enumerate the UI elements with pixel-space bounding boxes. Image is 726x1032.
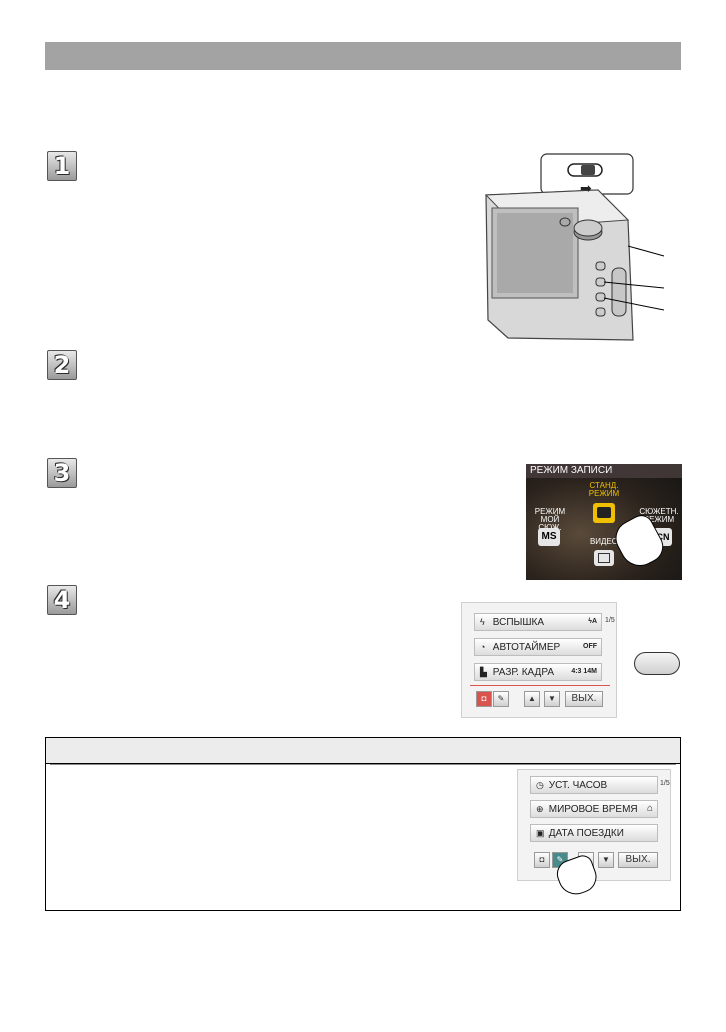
note-header	[46, 738, 680, 764]
home-icon: ⌂	[646, 803, 653, 814]
menu-item-label: АВТОТАЙМЕР	[492, 642, 561, 653]
exit-button[interactable]: ВЫХ.	[618, 852, 658, 868]
menu-item-label: УСТ. ЧАСОВ	[548, 780, 608, 791]
tab-setup-wrench[interactable]: ✎	[493, 691, 509, 707]
my-scene-label: РЕЖИМ МОЙ СЮЖ.	[534, 507, 566, 532]
camera-icon	[597, 507, 611, 518]
exit-button[interactable]: ВЫХ.	[565, 691, 603, 707]
video-label: ВИДЕО	[589, 537, 619, 546]
menu-item-flash[interactable]: ϟ ВСПЫШКА ϟA	[474, 613, 602, 631]
setup-menu-page: 1/5	[660, 780, 670, 787]
section-header-bar	[45, 42, 681, 70]
arrow-right-icon: ➡	[580, 180, 592, 196]
std-mode-button[interactable]	[593, 503, 615, 523]
menu-item-travel-date[interactable]: ▣ ДАТА ПОЕЗДКИ	[530, 824, 658, 842]
menu-item-picture-size[interactable]: ▙ РАЗР. КАДРА 4:3 14M	[474, 663, 602, 681]
triangle-down-icon: ▼	[548, 694, 556, 703]
toolbar-divider	[470, 685, 610, 686]
std-mode-label: СТАНД. РЕЖИМ	[588, 481, 620, 498]
scene-mode-label: СЮЖЕТН. РЕЖИМ	[639, 507, 679, 524]
menu-item-value: 4:3 14M	[571, 668, 597, 675]
camera-illustration: ➡	[478, 150, 668, 345]
step-number-3: 3	[47, 458, 77, 488]
rec-menu-panel: 1/5 ϟ ВСПЫШКА ϟA ◔ АВТОТАЙМЕР OFF ▙ РАЗР…	[461, 602, 617, 718]
menu-item-label: ДАТА ПОЕЗДКИ	[548, 828, 624, 839]
triangle-down-icon: ▼	[602, 855, 610, 864]
picture-size-icon: ▙	[480, 667, 487, 677]
rec-mode-screen: РЕЖИМ ЗАПИСИ СТАНД. РЕЖИМ РЕЖИМ МОЙ СЮЖ.…	[526, 464, 682, 580]
note-box: 1/5 ◷ УСТ. ЧАСОВ ⊕ МИРОВОЕ ВРЕМЯ ⌂ ▣ ДАТ…	[45, 737, 681, 911]
tab-rec-camera[interactable]: ◘	[534, 852, 550, 868]
suitcase-icon: ▣	[536, 828, 545, 838]
note-divider	[50, 764, 676, 765]
camera-icon: ◘	[539, 855, 545, 864]
wrench-icon: ✎	[497, 694, 505, 703]
rec-menu-page: 1/5	[605, 617, 615, 624]
menu-item-clock-set[interactable]: ◷ УСТ. ЧАСОВ	[530, 776, 658, 794]
my-scene-button[interactable]: MS	[538, 528, 560, 546]
menu-item-label: ВСПЫШКА	[492, 617, 545, 628]
wrench-icon: ✎	[556, 855, 564, 864]
camera-drawing	[484, 153, 665, 341]
step-number-1: 1	[47, 151, 77, 181]
menu-item-label: РАЗР. КАДРА	[492, 667, 554, 678]
camera-icon: ◘	[481, 694, 487, 703]
setup-menu-panel: 1/5 ◷ УСТ. ЧАСОВ ⊕ МИРОВОЕ ВРЕМЯ ⌂ ▣ ДАТ…	[517, 769, 671, 900]
menu-set-button[interactable]	[634, 652, 680, 675]
flash-icon: ϟ	[480, 617, 485, 627]
video-button[interactable]	[594, 550, 614, 566]
page-down-button[interactable]: ▼	[598, 852, 614, 868]
menu-item-value: OFF	[583, 643, 597, 650]
clock-icon: ◷	[536, 780, 544, 790]
globe-icon: ⊕	[536, 804, 544, 814]
rec-mode-title: РЕЖИМ ЗАПИСИ	[530, 465, 613, 476]
self-timer-icon: ◔	[480, 642, 486, 652]
menu-item-value: ϟA	[588, 618, 597, 625]
menu-item-label: МИРОВОЕ ВРЕМЯ	[548, 804, 638, 815]
page-up-button[interactable]: ▲	[524, 691, 540, 707]
tab-rec-camera[interactable]: ◘	[476, 691, 492, 707]
step-number-2: 2	[47, 350, 77, 380]
menu-item-self-timer[interactable]: ◔ АВТОТАЙМЕР OFF	[474, 638, 602, 656]
step-number-4: 4	[47, 585, 77, 615]
menu-item-world-time[interactable]: ⊕ МИРОВОЕ ВРЕМЯ ⌂	[530, 800, 658, 818]
triangle-up-icon: ▲	[528, 694, 536, 703]
page-down-button[interactable]: ▼	[544, 691, 560, 707]
film-icon	[598, 553, 610, 563]
